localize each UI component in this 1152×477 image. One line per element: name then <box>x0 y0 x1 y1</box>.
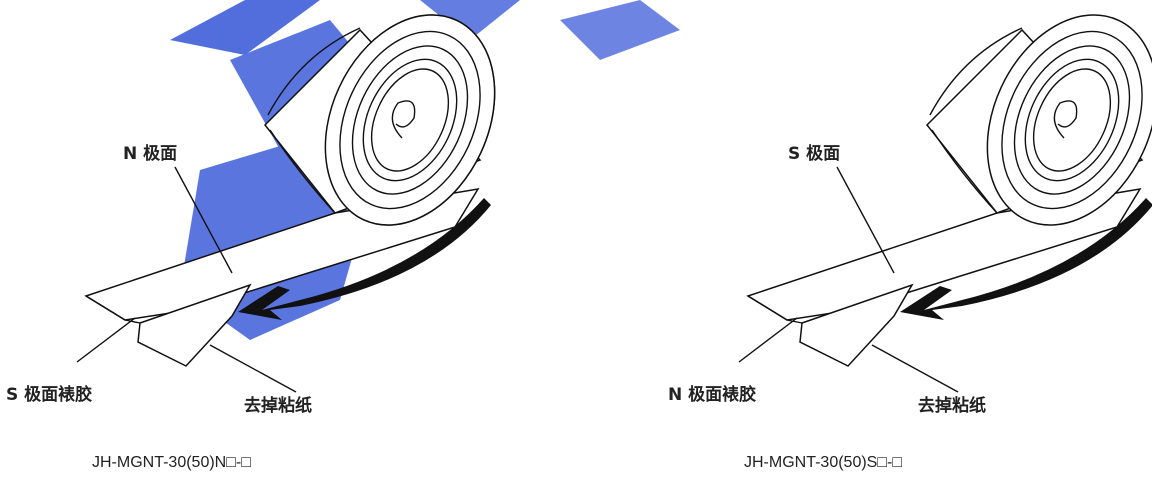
adhesive-label: S 极面裱胶 <box>6 384 92 405</box>
magnetic-tape-roll <box>746 14 1152 367</box>
model-caption: JH-MGNT-30(50)N□-□ <box>92 454 251 471</box>
adhesive-label: N 极面裱胶 <box>668 384 756 405</box>
adhesive-leader <box>76 317 136 363</box>
top-face-leader <box>836 166 895 274</box>
top-face-label: S 极面 <box>788 144 840 164</box>
paper-leader <box>209 344 297 393</box>
adhesive-leader <box>738 317 798 363</box>
remove-paper-label: 去掉粘纸 <box>244 395 312 416</box>
diagram-1: N 极面 S 极面裱胶 去掉粘纸 JH-MGNT-30(50)N□-□ <box>6 14 496 471</box>
top-face-leader <box>174 166 233 274</box>
direction-arrow <box>238 198 491 320</box>
direction-arrow <box>900 198 1152 320</box>
paper-leader <box>871 344 959 393</box>
remove-paper-label: 去掉粘纸 <box>918 395 986 416</box>
model-caption: JH-MGNT-30(50)S□-□ <box>744 454 902 471</box>
top-face-label: N 极面 <box>123 144 177 164</box>
magnetic-tape-roll <box>84 14 496 367</box>
diagram-2: S 极面 N 极面裱胶 去掉粘纸 JH-MGNT-30(50)S□-□ <box>668 14 1152 471</box>
